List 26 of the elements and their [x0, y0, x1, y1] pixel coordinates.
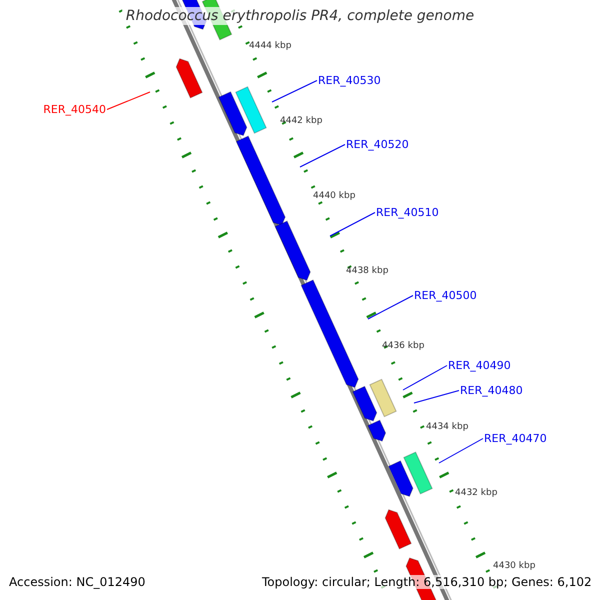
- leader-line: [272, 80, 318, 102]
- gene-label: RER_40490: [448, 359, 511, 372]
- leader-line: [330, 212, 376, 236]
- tick-label: 4442 kbp: [280, 116, 322, 127]
- accession-text: Accession: NC_012490: [9, 575, 146, 589]
- leader-line: [402, 365, 448, 390]
- gene-label: RER_40470: [484, 432, 547, 445]
- tick-label: 4440 kbp: [313, 191, 356, 202]
- tick-label: 4436 kbp: [382, 341, 424, 352]
- gene-label: RER_40530: [318, 74, 381, 87]
- gene-label: RER_40510: [376, 206, 439, 219]
- leader-line: [300, 144, 346, 168]
- gene-label: RER_40480: [460, 384, 523, 397]
- tick-label: 4438 kbp: [346, 266, 388, 277]
- gene-label: RER_40500: [414, 289, 477, 302]
- leader-line: [414, 390, 460, 404]
- tick-label: 4444 kbp: [249, 41, 292, 52]
- gene-label: RER_40540: [43, 103, 106, 116]
- tick-label: 4432 kbp: [455, 488, 498, 499]
- leader-line: [438, 438, 484, 464]
- tick-label: 4434 kbp: [426, 422, 468, 433]
- genome-summary-text: Topology: circular; Length: 6,516,310 bp; Genes: 6,102: [262, 575, 592, 589]
- gene-label: RER_40520: [346, 138, 409, 151]
- leader-line: [106, 92, 150, 110]
- leader-line: [368, 295, 414, 320]
- tick-label: 4430 kbp: [493, 561, 536, 572]
